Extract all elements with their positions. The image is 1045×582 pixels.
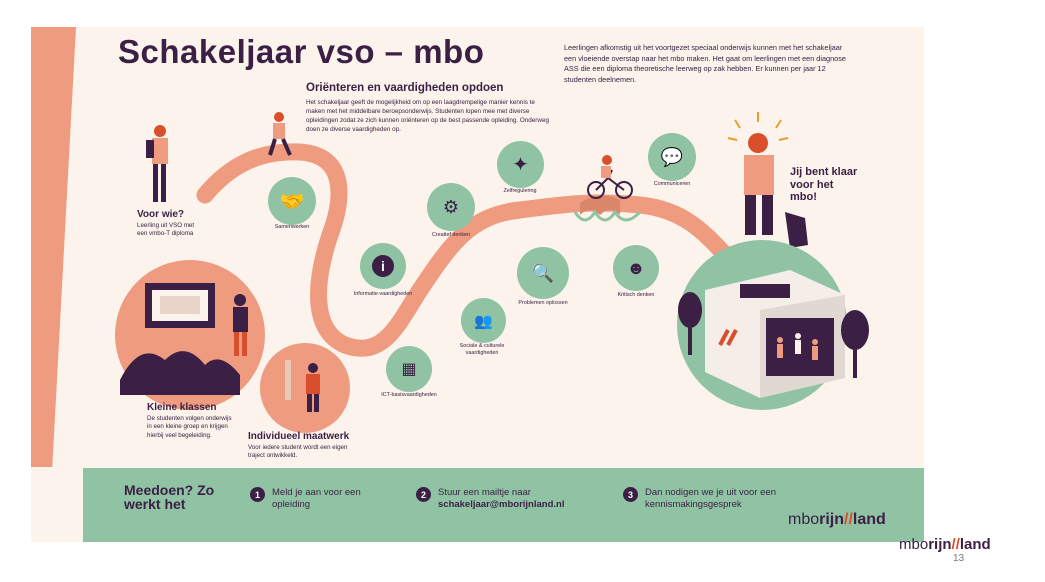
creatief-circle (427, 183, 475, 231)
orient-text: Het schakeljaar geeft de mogelijkheid om… (306, 99, 549, 134)
step-number: 2 (416, 487, 431, 502)
computer-icon: ▦ (401, 361, 417, 378)
step-text: Stuur een mailtje naar schakeljaar@mbori… (438, 487, 618, 511)
meedoen-heading: Meedoen? Zo werkt het (124, 482, 215, 512)
problemen-circle (517, 247, 569, 299)
skill-label: Problemen oplossen (518, 300, 568, 306)
head-thought-icon: ☻ (626, 257, 646, 278)
info-icon: i (360, 243, 406, 289)
sociaal-circle (461, 298, 506, 343)
brand-logo-slide: mborijn//land (899, 536, 991, 553)
speech-bubbles-icon: 💬 (660, 146, 684, 167)
kleine-klassen-heading: Kleine klassen (147, 402, 217, 413)
kleine-klassen-text: De studenten volgen onderwijs in een kle… (147, 415, 232, 439)
skill-label: Samenwerken (274, 224, 310, 230)
intro-text: Leerlingen afkomstig uit het voortgezet … (564, 43, 846, 84)
head-gears-icon: ⚙ (442, 196, 460, 217)
footer-band (83, 468, 924, 542)
handshake-icon: 🤝 (279, 190, 305, 213)
magnifier-icon: 🔍 (531, 262, 555, 283)
brand-logo-poster: mborijn//land (788, 511, 886, 528)
winding-road (196, 143, 744, 357)
maatwerk-heading: Individueel maatwerk (248, 431, 350, 442)
samenwerken-circle (268, 177, 316, 225)
kritisch-circle (613, 245, 659, 291)
step-text-line: Stuur een mailtje naar (438, 487, 531, 498)
skill-label: Creatief denken (431, 232, 471, 238)
page-number: 13 (953, 553, 965, 564)
skill-label: Informatie-vaardigheden (353, 291, 413, 297)
orient-heading: Oriënteren en vaardigheden opdoen (306, 82, 504, 94)
step-number: 3 (623, 487, 638, 502)
voor-wie-text: Leerling uit VSO met een vmbo-T diploma (137, 222, 195, 238)
graduate-figure (748, 133, 768, 153)
voor-wie-heading: Voor wie? (137, 209, 185, 220)
page-title: Schakeljaar vso – mbo (118, 33, 485, 70)
step-number: 1 (250, 487, 265, 502)
skill-label: Sociale & culturele vaardigheden (459, 343, 505, 356)
step-text: Dan nodigen we je uit voor een kennismak… (645, 487, 776, 510)
skill-label: ICT-basisvaardigheden (381, 392, 437, 398)
communiceren-circle (648, 133, 696, 181)
klaar-voor-mbo-text: Jij bent klaar voor het mbo! (790, 166, 858, 204)
step-text: Meld je aan voor een opleiding (272, 487, 361, 510)
ict-circle (386, 346, 432, 392)
maatwerk-text: Voor iedere student wordt een eigen traj… (248, 444, 348, 460)
people-group-icon: 👥 (474, 312, 493, 330)
skill-label: Communiceren (653, 181, 691, 187)
email-link[interactable]: schakeljaar@mborijnland.nl (438, 498, 565, 510)
compass-icon: ✦ (512, 154, 529, 176)
zelfregulering-circle (497, 141, 544, 188)
skill-label: Zelfregulering (503, 188, 537, 194)
skill-label: Kritisch denken (617, 292, 655, 298)
maatwerk-illustration (260, 343, 350, 433)
bridge (580, 195, 620, 215)
